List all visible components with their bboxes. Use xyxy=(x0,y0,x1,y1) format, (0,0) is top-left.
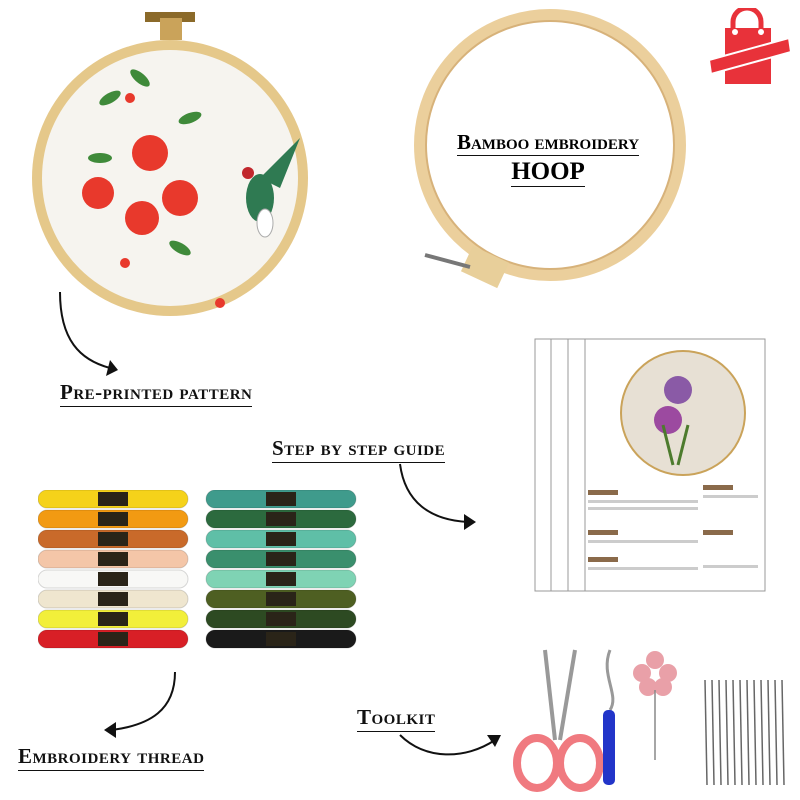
needle xyxy=(746,679,750,786)
needle xyxy=(753,679,757,786)
thread-label: Embroidery thread xyxy=(18,744,205,771)
toolkit-image xyxy=(513,649,785,792)
thread-skein xyxy=(38,509,189,529)
thread-skein xyxy=(205,629,357,649)
thread-skein xyxy=(205,529,357,549)
needle xyxy=(767,679,771,786)
toolkit-label: Toolkit xyxy=(357,705,436,732)
thread-skein xyxy=(205,490,357,509)
thread-skein xyxy=(205,509,357,529)
needle xyxy=(725,679,729,786)
thread-skein xyxy=(38,609,189,629)
thread-skein xyxy=(38,569,189,589)
thread-skein xyxy=(38,490,189,509)
thread-skeins-image xyxy=(38,490,357,649)
needle xyxy=(774,679,778,786)
shopping-bag-logo-icon xyxy=(707,8,793,84)
thread-skein xyxy=(205,609,357,629)
thread-skein xyxy=(38,529,189,549)
needle xyxy=(781,679,785,786)
pattern-label: Pre-printed pattern xyxy=(60,380,253,407)
needle xyxy=(739,679,743,786)
thread-skein xyxy=(205,569,357,589)
hoop-title-line2: HOOP xyxy=(511,158,585,187)
thread-skein xyxy=(205,549,357,569)
needle xyxy=(711,679,715,786)
guide-label: Step by step guide xyxy=(272,436,446,463)
hoop-title: Bamboo embroidery HOOP xyxy=(438,130,658,187)
thread-skein xyxy=(205,589,357,609)
hoop-title-line1: Bamboo embroidery xyxy=(456,130,640,156)
needle xyxy=(760,679,764,786)
thread-skein xyxy=(38,549,189,569)
thread-skeins xyxy=(38,490,358,660)
needle xyxy=(732,679,736,786)
thread-skein xyxy=(38,629,189,649)
bamboo-hoop-image xyxy=(414,9,686,289)
arrow-icon xyxy=(399,463,476,530)
needle xyxy=(704,679,708,786)
arrow-icon xyxy=(104,671,176,738)
instruction-sheets-image xyxy=(534,338,766,592)
pattern-hoop-image xyxy=(32,12,308,316)
arrow-icon xyxy=(399,734,501,756)
arrow-icon xyxy=(59,291,118,376)
needle xyxy=(718,679,722,786)
thread-skein xyxy=(38,589,189,609)
